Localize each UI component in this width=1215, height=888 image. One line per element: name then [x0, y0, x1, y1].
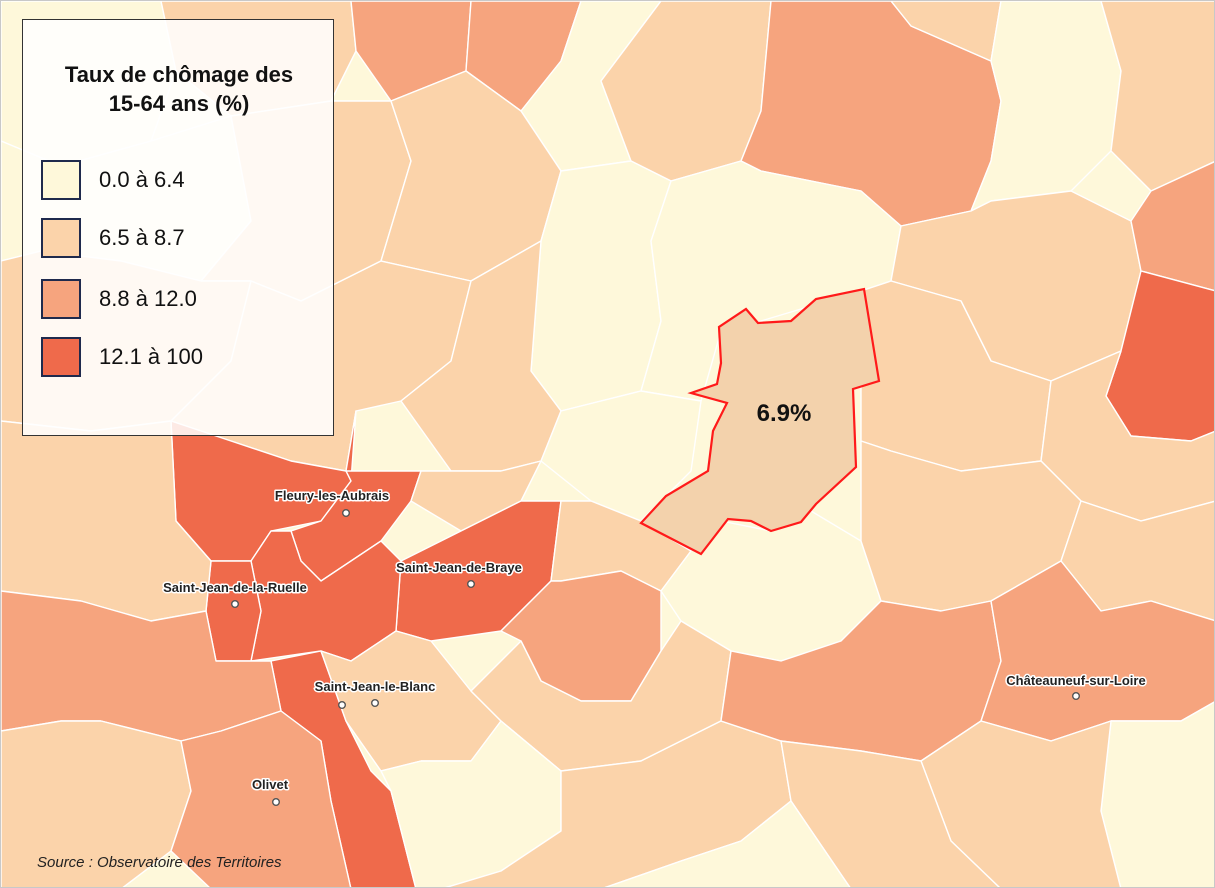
- legend-title: Taux de chômage des 15-64 ans (%): [23, 60, 335, 118]
- commune-polygon: [1100, 701, 1214, 887]
- city-label-olivet: Olivet: [252, 777, 289, 792]
- city-markers: Fleury-les-Aubrais Saint-Jean-de-la-Ruel…: [162, 487, 1147, 807]
- commune-polygon: [1100, 1, 1214, 192]
- city-label-saint-jean-de-braye: Saint-Jean-de-Braye: [396, 560, 522, 575]
- city-marker-fleury-les-aubrais[interactable]: [342, 509, 351, 518]
- commune-polygon: [604, 800, 851, 887]
- commune-polygon: [170, 710, 352, 887]
- highlighted-commune[interactable]: [639, 287, 881, 556]
- map-legend: Taux de chômage des 15-64 ans (%) 0.0 à …: [22, 19, 334, 436]
- city-label-fleury-les-aubrais: Fleury-les-Aubrais: [275, 488, 389, 503]
- city-label-chateauneuf-sur-loire: Châteauneuf-sur-Loire: [1006, 673, 1145, 688]
- legend-label: 12.1 à 100: [99, 344, 203, 369]
- highlight-value-label: 6.9%: [757, 400, 812, 427]
- city-marker-olivet[interactable]: [272, 798, 281, 807]
- legend-title-line-1: Taux de chômage des: [64, 62, 294, 87]
- legend-label: 0.0 à 6.4: [99, 167, 185, 192]
- legend-swatch: [41, 160, 81, 200]
- legend-label: 6.5 à 8.7: [99, 225, 185, 250]
- legend-title-line-2: 15-64 ans (%): [108, 91, 250, 116]
- source-credit: Source : Observatoire des Territoires: [37, 854, 282, 871]
- city-marker-chateauneuf-sur-loire[interactable]: [1071, 692, 1080, 701]
- legend-label: 8.8 à 12.0: [99, 286, 197, 311]
- legend-swatch: [41, 279, 81, 319]
- city-marker-orleans[interactable]: [338, 701, 347, 710]
- legend-swatch: [41, 337, 81, 377]
- city-marker-saint-jean-le-blanc[interactable]: [371, 699, 380, 708]
- city-label-saint-jean-le-blanc: Saint-Jean-le-Blanc: [315, 679, 436, 694]
- city-label-saint-jean-de-la-ruelle: Saint-Jean-de-la-Ruelle: [163, 580, 307, 595]
- commune-polygon: [205, 560, 262, 662]
- city-marker-saint-jean-de-braye[interactable]: [467, 580, 476, 589]
- legend-swatch: [41, 218, 81, 258]
- city-marker-saint-jean-de-la-ruelle[interactable]: [230, 600, 239, 609]
